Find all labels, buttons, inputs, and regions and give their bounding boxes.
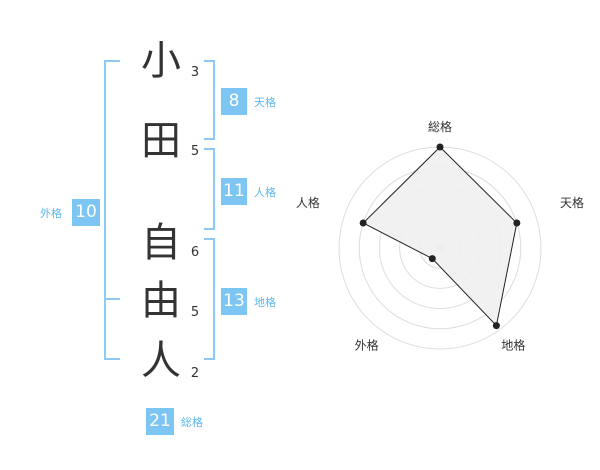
radar-point-2: [513, 219, 521, 227]
chikaku-bracket-top: [204, 238, 215, 240]
chikaku-value: 13: [221, 288, 247, 315]
chikaku-bracket-bottom: [204, 358, 215, 360]
stroke-count-1: 3: [190, 65, 200, 80]
jinkaku-value: 11: [221, 178, 247, 205]
soukaku-value: 21: [146, 408, 174, 435]
chikaku-bracket-vertical: [213, 238, 215, 360]
gaikaku-bracket-mid: [104, 298, 120, 300]
gaikaku-bracket-vertical: [104, 60, 106, 360]
gaikaku-bracket-top: [104, 60, 120, 62]
radar-area: [362, 146, 518, 327]
name-char-5: 人: [141, 338, 181, 384]
radar-axis-label-2: 天格: [560, 195, 584, 210]
radar-axis-label-5: 人格: [296, 195, 320, 210]
tenkaku-bracket-bottom: [204, 138, 215, 140]
name-char-2: 田: [141, 118, 181, 164]
stroke-count-4: 5: [190, 305, 200, 320]
chikaku-label: 地格: [254, 296, 276, 309]
jinkaku-bracket-vertical: [213, 148, 215, 230]
stroke-count-5: 2: [190, 366, 200, 381]
name-char-4: 由: [141, 278, 181, 324]
radar-axis-label-1: 総格: [428, 119, 452, 134]
jinkaku-bracket-top: [204, 148, 215, 150]
radar-axis-label-3: 地格: [501, 338, 525, 353]
radar-axis-label-4: 外格: [355, 338, 379, 353]
radar-point-4: [428, 255, 436, 263]
tenkaku-label: 天格: [254, 96, 276, 109]
soukaku-label: 総格: [181, 416, 203, 429]
jinkaku-label: 人格: [254, 186, 276, 199]
gaikaku-bracket-bottom: [104, 358, 120, 360]
stroke-count-2: 5: [190, 144, 200, 159]
tenkaku-value: 8: [221, 88, 247, 115]
tenkaku-bracket-vertical: [213, 60, 215, 140]
name-char-1: 小: [141, 38, 181, 84]
tenkaku-bracket-top: [204, 60, 215, 62]
name-char-3: 自: [141, 220, 181, 266]
radar-point-5: [359, 219, 367, 227]
gaikaku-value: 10: [72, 199, 100, 226]
radar-point-1: [436, 143, 444, 151]
stroke-count-3: 6: [190, 245, 200, 260]
radar-point-3: [492, 322, 500, 330]
jinkaku-bracket-bottom: [204, 228, 215, 230]
gaikaku-label: 外格: [40, 207, 62, 220]
